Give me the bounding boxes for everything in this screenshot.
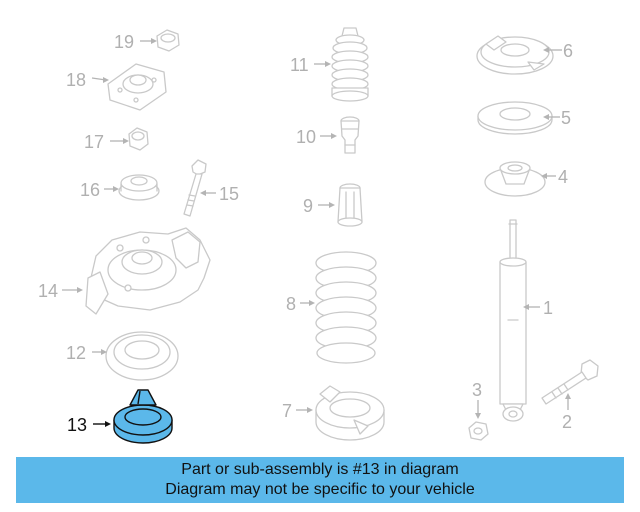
callout-18: 18	[66, 70, 109, 90]
part-6-upper-mount[interactable]	[476, 35, 554, 75]
part-3-lower-nut[interactable]	[468, 421, 489, 441]
part-1-shock-absorber[interactable]	[499, 219, 527, 422]
part-15-bolt[interactable]	[183, 159, 207, 217]
callout-17-label: 17	[84, 132, 104, 152]
callout-2: 2	[562, 393, 572, 432]
part-11-dust-boot[interactable]	[331, 27, 369, 102]
part-16-bearing[interactable]	[118, 174, 160, 201]
callout-11: 11	[290, 55, 331, 75]
callout-19-label: 19	[114, 32, 134, 52]
part-5-washer[interactable]	[477, 101, 553, 135]
part-17-nut[interactable]	[128, 127, 149, 151]
callout-12-label: 12	[66, 343, 86, 363]
callout-4-label: 4	[558, 167, 568, 187]
callout-7-label: 7	[282, 401, 292, 421]
callout-11-label: 11	[290, 55, 309, 75]
callout-9-label: 9	[303, 196, 313, 216]
callout-3-label: 3	[472, 380, 482, 400]
callout-6-label: 6	[563, 41, 573, 61]
parts-diagram: 19 18 17 16	[38, 27, 599, 444]
banner-part-line: Part or sub-assembly is #13 in diagram	[181, 461, 459, 478]
banner-disclaimer-line: Diagram may not be specific to your vehi…	[165, 481, 475, 498]
info-banner: Part or sub-assembly is #13 in diagram D…	[16, 457, 624, 503]
callout-9: 9	[303, 196, 335, 216]
callout-7: 7	[282, 401, 313, 421]
part-9-bumper-cup[interactable]	[337, 183, 363, 227]
part-14-strut-housing[interactable]	[85, 227, 211, 315]
part-8-coil-spring[interactable]	[315, 251, 377, 364]
callout-1: 1	[523, 298, 553, 318]
callout-5: 5	[543, 108, 571, 128]
callout-14: 14	[38, 281, 83, 301]
callout-18-label: 18	[66, 70, 86, 90]
callout-16-label: 16	[80, 180, 100, 200]
callout-8-label: 8	[286, 294, 296, 314]
part-13-spring-isolator[interactable]	[113, 389, 173, 444]
callout-19: 19	[114, 32, 157, 52]
part-10-bump-stop[interactable]	[340, 116, 360, 154]
callout-1-label: 1	[543, 298, 553, 318]
part-18-mount-plate[interactable]	[107, 63, 167, 111]
callout-10-label: 10	[296, 127, 316, 147]
part-2-lower-bolt[interactable]	[541, 359, 599, 405]
part-12-spring-seat[interactable]	[105, 331, 179, 381]
part-4-spring-seat[interactable]	[484, 161, 546, 197]
callout-10: 10	[296, 127, 337, 147]
callout-4: 4	[541, 167, 568, 187]
callout-15: 15	[200, 184, 239, 204]
part-7-lower-spring-seat[interactable]	[315, 385, 385, 441]
callout-2-label: 2	[562, 412, 572, 432]
callout-8: 8	[286, 294, 315, 314]
callout-13-label: 13	[67, 415, 87, 435]
callout-3: 3	[472, 380, 482, 419]
callout-14-label: 14	[38, 281, 58, 301]
part-19-nut[interactable]	[156, 29, 180, 52]
callout-5-label: 5	[561, 108, 571, 128]
callout-13: 13	[67, 415, 111, 435]
callout-15-label: 15	[219, 184, 239, 204]
callout-17: 17	[84, 132, 129, 152]
callout-12: 12	[66, 343, 107, 363]
callout-6: 6	[543, 41, 573, 61]
callout-16: 16	[80, 180, 119, 200]
